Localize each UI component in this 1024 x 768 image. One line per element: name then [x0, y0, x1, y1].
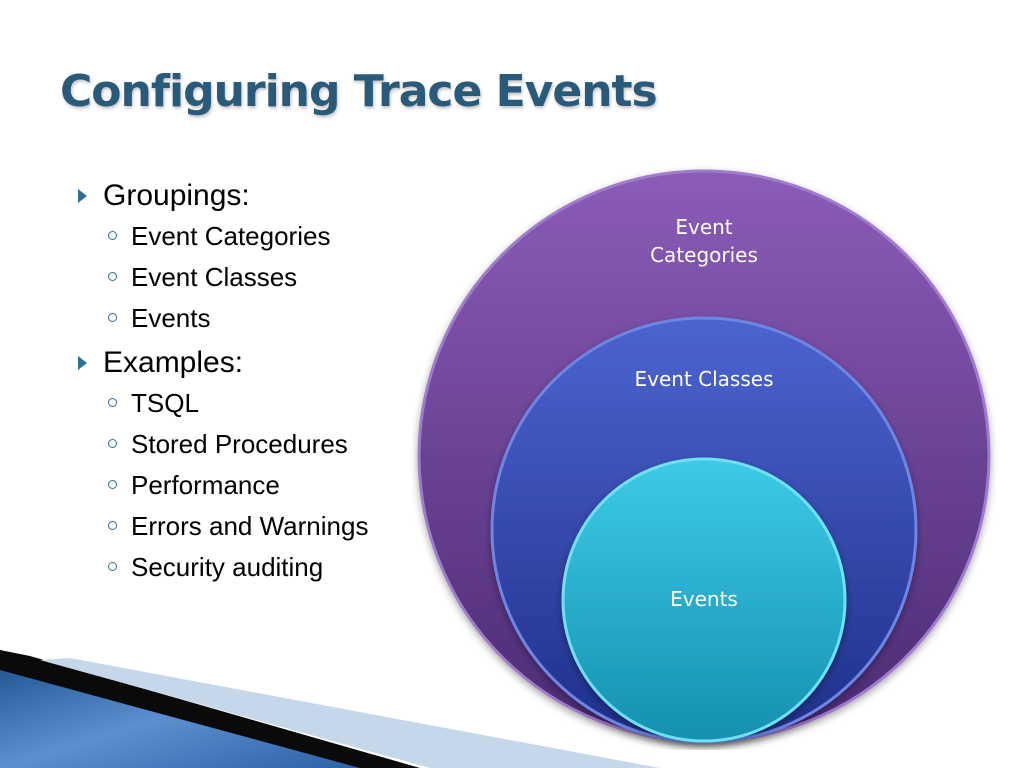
sub-bullet-label: Stored Procedures	[131, 429, 348, 459]
sub-bullet: Event Categories	[72, 216, 432, 257]
triangle-bullet-icon	[78, 356, 87, 370]
bullet-list: Groupings: Event Categories Event Classe…	[72, 172, 432, 588]
inner-circle-events	[561, 457, 847, 743]
sub-bullet-label: Events	[131, 303, 211, 333]
sub-bullet: Security auditing	[72, 547, 432, 588]
triangle-bullet-icon	[78, 189, 87, 203]
ring-bullet-icon	[108, 480, 117, 489]
sub-bullet: Stored Procedures	[72, 424, 432, 465]
ring-bullet-icon	[108, 439, 117, 448]
sub-bullet: Events	[72, 298, 432, 339]
ring-bullet-icon	[108, 272, 117, 281]
ring-bullet-icon	[108, 562, 117, 571]
bullet-examples: Examples:	[72, 343, 432, 383]
sub-bullet: TSQL	[72, 383, 432, 424]
outer-circle-label-line1: Event	[675, 215, 732, 239]
ring-bullet-icon	[108, 398, 117, 407]
nested-circles-diagram: Event Categories Event Classes Events	[417, 169, 991, 744]
sub-bullet: Event Classes	[72, 257, 432, 298]
ring-bullet-icon	[108, 231, 117, 240]
slide-title: Configuring Trace Events	[60, 66, 658, 117]
ring-bullet-icon	[108, 521, 117, 530]
bullet-label: Examples:	[103, 346, 244, 379]
bullet-label: Groupings:	[103, 179, 250, 212]
sub-bullet: Errors and Warnings	[72, 506, 432, 547]
sub-bullet-label: Performance	[131, 470, 280, 500]
inner-circle-label: Events	[670, 587, 738, 611]
sub-bullet: Performance	[72, 465, 432, 506]
decorative-corner-band	[0, 650, 660, 768]
bullet-groupings: Groupings:	[72, 176, 432, 216]
sub-bullet-label: Event Classes	[131, 262, 298, 292]
sub-bullet-label: Security auditing	[131, 552, 324, 582]
sub-bullet-label: Event Categories	[131, 221, 331, 251]
sub-bullet-label: Errors and Warnings	[131, 511, 369, 541]
outer-circle-label-line2: Categories	[650, 243, 758, 267]
sub-bullet-label: TSQL	[131, 388, 199, 418]
middle-circle-label: Event Classes	[635, 367, 774, 391]
ring-bullet-icon	[108, 313, 117, 322]
